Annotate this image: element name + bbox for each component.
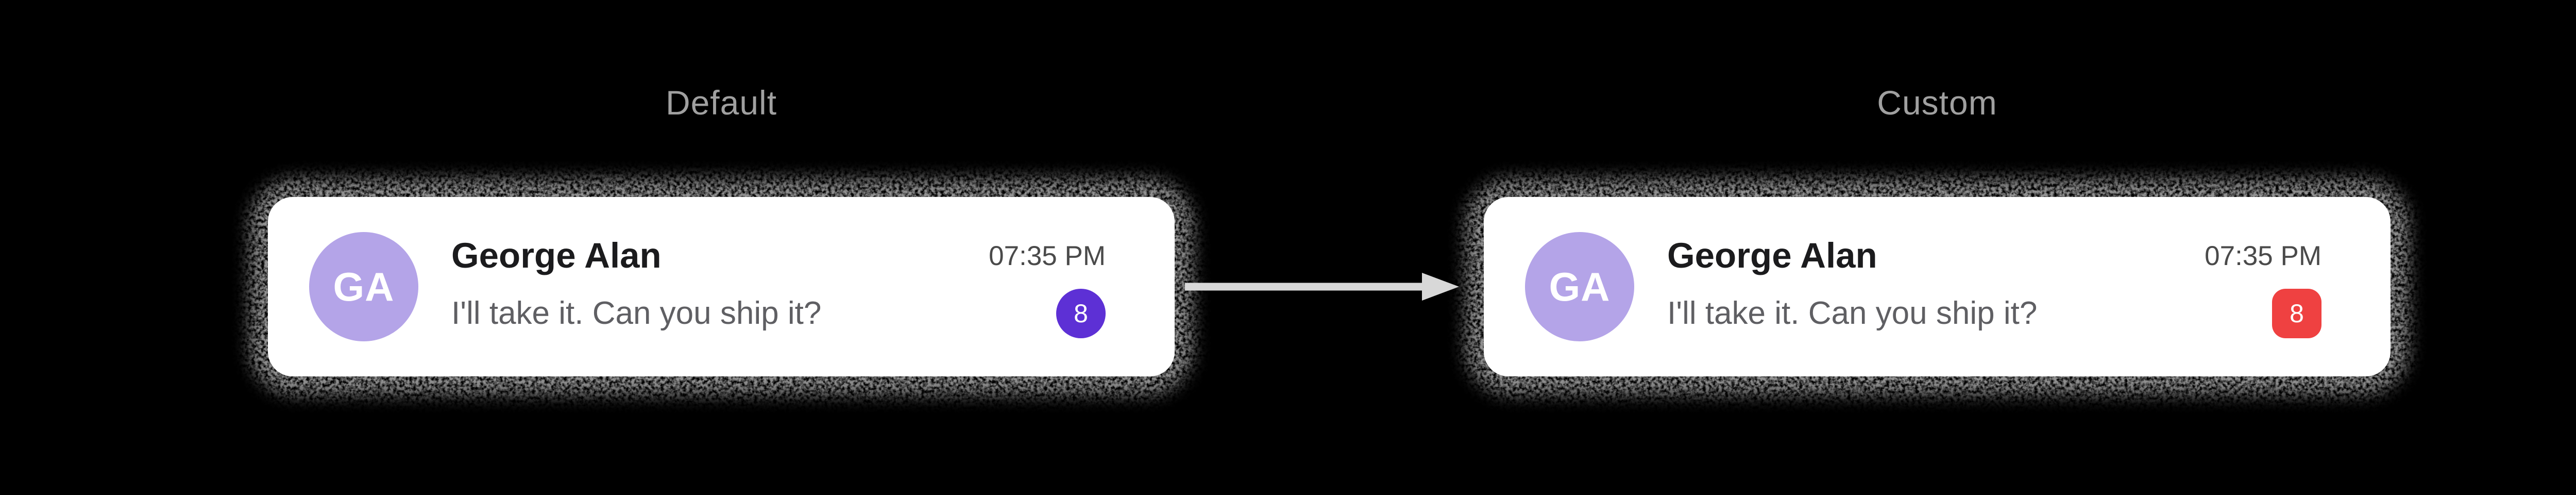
contact-name: George Alan — [1667, 236, 1877, 276]
arrow-right-icon — [1185, 273, 1459, 301]
avatar-initials: GA — [1549, 263, 1611, 309]
chat-item-group-custom: GA George Alan 07:35 PM I'll take it. Ca… — [1465, 178, 2409, 395]
chat-item-body: George Alan 07:35 PM I'll take it. Can y… — [451, 235, 1106, 338]
chat-item-bottom-row: I'll take it. Can you ship it? 8 — [1667, 288, 2321, 338]
contact-name: George Alan — [451, 236, 662, 276]
avatar: GA — [309, 232, 418, 341]
chat-list-item[interactable]: GA George Alan 07:35 PM I'll take it. Ca… — [268, 197, 1175, 376]
unread-count-badge: 8 — [1056, 288, 1106, 338]
variant-label-default: Default — [665, 84, 777, 122]
chat-item-body: George Alan 07:35 PM I'll take it. Can y… — [1667, 235, 2321, 338]
chat-item-group-default: GA George Alan 07:35 PM I'll take it. Ca… — [249, 178, 1193, 395]
timestamp: 07:35 PM — [989, 240, 1106, 271]
chat-item-top-row: George Alan 07:35 PM — [1667, 235, 2321, 276]
timestamp: 07:35 PM — [2205, 240, 2321, 271]
avatar: GA — [1525, 232, 1634, 341]
chat-item-top-row: George Alan 07:35 PM — [451, 235, 1106, 276]
chat-item-bottom-row: I'll take it. Can you ship it? 8 — [451, 288, 1106, 338]
message-preview: I'll take it. Can you ship it? — [1667, 295, 2038, 332]
unread-count-badge: 8 — [2272, 288, 2321, 338]
message-preview: I'll take it. Can you ship it? — [451, 295, 822, 332]
chat-list-item[interactable]: GA George Alan 07:35 PM I'll take it. Ca… — [1484, 197, 2391, 376]
avatar-initials: GA — [333, 263, 395, 309]
variant-label-custom: Custom — [1877, 84, 1997, 122]
